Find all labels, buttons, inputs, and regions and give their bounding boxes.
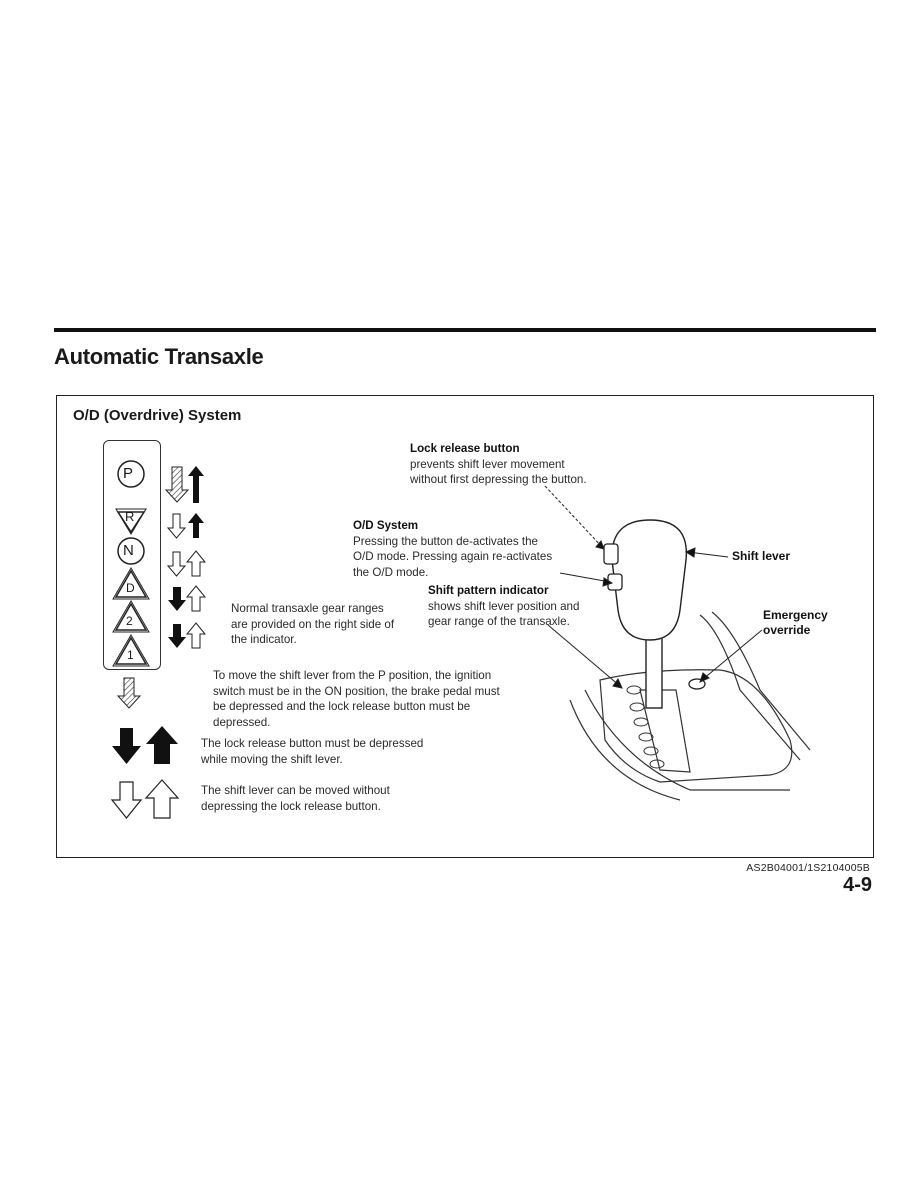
- legend-solid-down-icon: [112, 728, 141, 764]
- arrow-open-down-icon: [166, 513, 187, 539]
- gear-label-2: 2: [126, 614, 133, 628]
- page-number: 4-9: [843, 874, 872, 896]
- note-lock-line2: while moving the shift lever.: [201, 752, 343, 766]
- header-rule: [54, 328, 876, 332]
- arrow-open-down-icon: [166, 551, 187, 577]
- note-nolock-line1: The shift lever can be moved without: [201, 784, 390, 797]
- callout-lock-release-line1: prevents shift lever movement: [410, 457, 565, 471]
- arrow-open-up-icon: [185, 550, 207, 577]
- callout-shift-pattern-title: Shift pattern indicator: [428, 584, 549, 597]
- callout-lock-release: Lock release button prevents shift lever…: [410, 441, 587, 488]
- gear-symbol-d: [112, 567, 150, 600]
- shift-console-illustration: [569, 611, 811, 801]
- callout-emergency-line1: Emergency: [763, 608, 828, 622]
- gear-label-n: N: [123, 542, 134, 559]
- gear-indicator-panel: [103, 440, 161, 670]
- gear-symbol-r: [115, 508, 147, 535]
- note-normal-line2: are provided on the right side of: [231, 617, 395, 631]
- legend-open-down-icon: [110, 781, 143, 819]
- box-title: O/D (Overdrive) System: [73, 407, 242, 424]
- figure-code: AS2B04001/1S2104005B: [746, 862, 870, 874]
- note-no-lock: The shift lever can be moved without dep…: [201, 783, 390, 814]
- note-nolock-line2: depressing the lock release button.: [201, 799, 381, 813]
- callout-emergency-line2: override: [763, 623, 811, 637]
- callout-od-system: O/D System Pressing the button de-activa…: [353, 518, 552, 580]
- legend-solid-up-icon: [146, 726, 178, 764]
- shift-knob-illustration: [611, 519, 688, 709]
- arrow-solid-down-icon: [168, 624, 186, 648]
- note-normal-ranges: Normal transaxle gear ranges are provide…: [231, 601, 394, 648]
- gear-symbol-n: [117, 537, 145, 565]
- leader-lines: [544, 485, 763, 689]
- arrow-hatched-down-icon: [164, 466, 190, 503]
- callout-shift-lever: Shift lever: [732, 549, 791, 563]
- lock-release-button-icon: [603, 543, 619, 565]
- gear-label-d: D: [126, 581, 135, 595]
- gear-label-1: 1: [127, 648, 134, 662]
- note-move-line4: depressed.: [213, 715, 271, 729]
- arrow-solid-up-icon: [188, 466, 204, 503]
- callout-lock-release-line2: without first depressing the button.: [410, 473, 587, 486]
- pattern-indicator-illustration: [626, 685, 665, 769]
- gear-label-r: R: [125, 509, 135, 524]
- gear-label-p: P: [123, 465, 134, 482]
- arrow-open-up-icon: [185, 585, 207, 612]
- note-normal-line3: the indicator.: [231, 633, 297, 646]
- callout-lock-release-title: Lock release button: [410, 442, 520, 455]
- callout-od-line2: O/D mode. Pressing again re-activates: [353, 550, 553, 563]
- arrow-solid-up-icon: [188, 513, 204, 538]
- note-move-from-p: To move the shift lever from the P posit…: [213, 668, 500, 730]
- callout-emergency-override: Emergency override: [763, 608, 828, 638]
- note-normal-line1: Normal transaxle gear ranges: [231, 602, 384, 615]
- gear-symbol-p: [117, 460, 145, 488]
- arrow-open-up-icon: [185, 622, 207, 649]
- gear-symbol-2: [112, 600, 150, 633]
- legend-open-up-icon: [144, 779, 180, 819]
- section-title: Automatic Transaxle: [54, 344, 264, 369]
- callout-od-line1: Pressing the button de-activates the: [353, 534, 538, 548]
- note-move-line2: switch must be in the ON position, the b…: [213, 684, 500, 698]
- callout-od-title: O/D System: [353, 519, 419, 532]
- callout-shift-pattern: Shift pattern indicator shows shift leve…: [428, 583, 579, 630]
- arrow-solid-down-icon: [168, 587, 186, 611]
- legend-hatched-down-icon: [116, 677, 142, 709]
- note-move-line3: be depressed and the lock release button…: [213, 700, 471, 713]
- figure-frame: [56, 395, 874, 858]
- callout-od-line3: the O/D mode.: [353, 565, 429, 579]
- note-lock-line1: The lock release button must be depresse…: [201, 737, 424, 750]
- callout-shift-pattern-line2: gear range of the transaxle.: [428, 615, 570, 628]
- gear-symbol-1: [112, 634, 150, 667]
- callout-shift-pattern-line1: shows shift lever position and: [428, 599, 580, 613]
- note-move-line1: To move the shift lever from the P posit…: [213, 669, 492, 682]
- note-lock-required: The lock release button must be depresse…: [201, 736, 423, 767]
